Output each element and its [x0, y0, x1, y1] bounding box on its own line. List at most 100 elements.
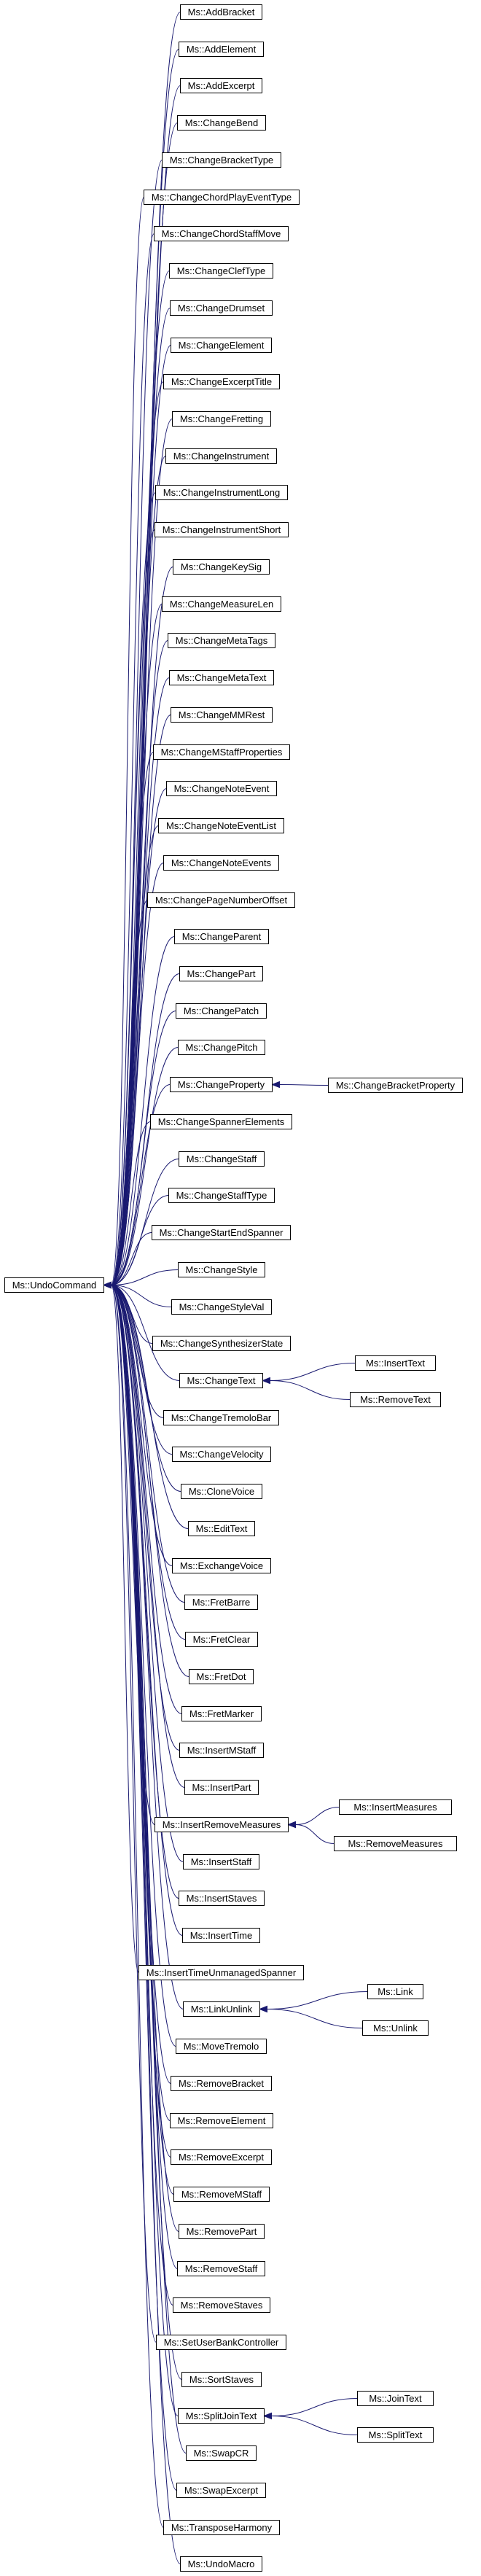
class-node-change-tremolo-bar[interactable]: Ms::ChangeTremoloBar [163, 1410, 279, 1425]
class-node-clone-voice[interactable]: Ms::CloneVoice [181, 1484, 262, 1499]
class-node-undo-command[interactable]: Ms::UndoCommand [4, 1277, 104, 1293]
class-node-remove-staff[interactable]: Ms::RemoveStaff [177, 2261, 265, 2276]
class-node-change-part[interactable]: Ms::ChangePart [179, 966, 263, 981]
class-node-insert-staves[interactable]: Ms::InsertStaves [179, 1891, 265, 1906]
class-node-change-element[interactable]: Ms::ChangeElement [171, 338, 272, 353]
class-node-change-text[interactable]: Ms::ChangeText [179, 1373, 263, 1388]
class-node-insert-part[interactable]: Ms::InsertPart [184, 1780, 259, 1795]
class-node-join-text[interactable]: Ms::JoinText [357, 2391, 434, 2406]
class-node-box [163, 374, 280, 389]
class-node-change-velocity[interactable]: Ms::ChangeVelocity [172, 1447, 271, 1462]
class-node-box [162, 152, 281, 168]
class-node-insert-m-staff[interactable]: Ms::InsertMStaff [179, 1743, 264, 1758]
class-node-link[interactable]: Ms::Link [367, 1984, 423, 1999]
class-node-insert-text[interactable]: Ms::InsertText [355, 1355, 436, 1371]
class-node-change-start-end-spanner[interactable]: Ms::ChangeStartEndSpanner [152, 1225, 291, 1240]
class-node-change-pitch[interactable]: Ms::ChangePitch [178, 1040, 265, 1055]
class-node-box [152, 1225, 291, 1240]
inheritance-edge-remove-measures [295, 1824, 335, 1844]
class-node-box [178, 1040, 265, 1055]
class-node-change-bracket-property[interactable]: Ms::ChangeBracketProperty [328, 1078, 463, 1093]
class-node-set-user-bank-controller[interactable]: Ms::SetUserBankController [156, 2335, 286, 2350]
inheritance-edge-change-fretting [111, 419, 173, 1285]
class-node-change-instrument-short[interactable]: Ms::ChangeInstrumentShort [155, 522, 289, 537]
class-node-unlink[interactable]: Ms::Unlink [362, 2020, 429, 2036]
class-node-change-clef-type[interactable]: Ms::ChangeClefType [169, 263, 273, 279]
class-node-change-key-sig[interactable]: Ms::ChangeKeySig [173, 559, 270, 575]
class-node-insert-staff[interactable]: Ms::InsertStaff [183, 1854, 259, 1869]
class-node-remove-bracket[interactable]: Ms::RemoveBracket [171, 2076, 272, 2091]
class-node-change-instrument-long[interactable]: Ms::ChangeInstrumentLong [155, 485, 288, 500]
class-node-change-style-val[interactable]: Ms::ChangeStyleVal [171, 1299, 272, 1315]
class-node-label: Ms::ChangePageNumberOffset [155, 895, 288, 906]
class-node-remove-staves[interactable]: Ms::RemoveStaves [173, 2297, 270, 2313]
class-node-fret-barre[interactable]: Ms::FretBarre [184, 1595, 258, 1610]
class-node-transpose-harmony[interactable]: Ms::TransposeHarmony [163, 2520, 280, 2535]
class-node-edit-text[interactable]: Ms::EditText [188, 1521, 255, 1536]
class-node-change-style[interactable]: Ms::ChangeStyle [178, 1262, 265, 1277]
class-node-remove-excerpt[interactable]: Ms::RemoveExcerpt [171, 2149, 272, 2165]
class-node-change-fretting[interactable]: Ms::ChangeFretting [172, 411, 271, 427]
class-node-change-mm-rest[interactable]: Ms::ChangeMMRest [171, 707, 273, 723]
class-node-label: Ms::ChangeClefType [177, 265, 265, 276]
class-node-label: Ms::ChangeInstrumentLong [163, 487, 280, 498]
class-node-remove-measures[interactable]: Ms::RemoveMeasures [334, 1836, 457, 1851]
class-node-change-patch[interactable]: Ms::ChangePatch [176, 1003, 267, 1019]
class-node-change-meta-tags[interactable]: Ms::ChangeMetaTags [168, 633, 275, 648]
class-node-label: Ms::FretBarre [192, 1597, 250, 1608]
class-node-change-parent[interactable]: Ms::ChangeParent [174, 929, 269, 944]
class-node-change-excerpt-title[interactable]: Ms::ChangeExcerptTitle [163, 374, 280, 389]
class-node-box [185, 1632, 258, 1647]
class-node-change-property[interactable]: Ms::ChangeProperty [170, 1077, 273, 1092]
inheritance-edges [103, 12, 368, 2564]
class-node-swap-cr[interactable]: Ms::SwapCR [186, 2445, 257, 2461]
class-node-link-unlink[interactable]: Ms::LinkUnlink [183, 2001, 260, 2017]
class-node-box [181, 1706, 262, 1721]
class-node-fret-marker[interactable]: Ms::FretMarker [181, 1706, 262, 1721]
class-node-change-chord-play-event-type[interactable]: Ms::ChangeChordPlayEventType [144, 190, 300, 205]
class-node-change-meta-text[interactable]: Ms::ChangeMetaText [169, 670, 274, 685]
class-node-insert-measures[interactable]: Ms::InsertMeasures [339, 1799, 452, 1815]
class-node-change-staff[interactable]: Ms::ChangeStaff [179, 1151, 265, 1167]
class-node-box [177, 115, 266, 131]
class-node-fret-dot[interactable]: Ms::FretDot [189, 1669, 254, 1684]
class-node-add-excerpt[interactable]: Ms::AddExcerpt [180, 78, 262, 93]
class-node-fret-clear[interactable]: Ms::FretClear [185, 1632, 258, 1647]
class-node-change-measure-len[interactable]: Ms::ChangeMeasureLen [162, 596, 281, 612]
class-node-remove-text[interactable]: Ms::RemoveText [350, 1392, 441, 1407]
class-node-split-text[interactable]: Ms::SplitText [357, 2427, 434, 2443]
class-node-change-chord-staff-move[interactable]: Ms::ChangeChordStaffMove [154, 226, 289, 241]
class-node-change-staff-type[interactable]: Ms::ChangeStaffType [168, 1188, 275, 1203]
class-node-split-join-text[interactable]: Ms::SplitJoinText [178, 2408, 265, 2424]
class-node-swap-excerpt[interactable]: Ms::SwapExcerpt [176, 2483, 266, 2498]
class-node-add-bracket[interactable]: Ms::AddBracket [180, 4, 262, 20]
inheritance-edge-fret-marker [111, 1285, 182, 1714]
class-node-insert-time[interactable]: Ms::InsertTime [182, 1928, 260, 1943]
inheritance-edge-unlink [267, 2009, 363, 2028]
class-node-change-note-event[interactable]: Ms::ChangeNoteEvent [166, 781, 277, 796]
class-node-move-tremolo[interactable]: Ms::MoveTremolo [176, 2039, 267, 2054]
arrowhead-icon [259, 2005, 267, 2013]
class-node-remove-part[interactable]: Ms::RemovePart [179, 2224, 265, 2239]
class-node-change-note-events[interactable]: Ms::ChangeNoteEvents [163, 855, 279, 871]
class-node-change-page-number-offset[interactable]: Ms::ChangePageNumberOffset [147, 892, 295, 908]
class-node-remove-element[interactable]: Ms::RemoveElement [170, 2113, 273, 2128]
class-node-change-bracket-type[interactable]: Ms::ChangeBracketType [162, 152, 281, 168]
class-node-change-synthesizer-state[interactable]: Ms::ChangeSynthesizerState [152, 1336, 291, 1351]
class-node-change-m-staff-properties[interactable]: Ms::ChangeMStaffProperties [153, 744, 290, 760]
class-node-insert-time-unmanaged-spanner[interactable]: Ms::InsertTimeUnmanagedSpanner [138, 1965, 304, 1980]
class-node-insert-remove-measures[interactable]: Ms::InsertRemoveMeasures [155, 1817, 289, 1832]
class-node-change-spanner-elements[interactable]: Ms::ChangeSpannerElements [150, 1114, 292, 1129]
class-node-change-drumset[interactable]: Ms::ChangeDrumset [170, 300, 273, 316]
inheritance-edge-join-text [271, 2398, 358, 2416]
class-node-change-note-event-list[interactable]: Ms::ChangeNoteEventList [158, 818, 284, 833]
class-node-undo-macro[interactable]: Ms::UndoMacro [180, 2556, 262, 2572]
class-node-sort-staves[interactable]: Ms::SortStaves [181, 2372, 262, 2387]
class-node-add-element[interactable]: Ms::AddElement [179, 42, 264, 57]
class-node-label: Ms::EditText [196, 1523, 248, 1534]
class-node-remove-m-staff[interactable]: Ms::RemoveMStaff [173, 2187, 270, 2202]
class-node-change-bend[interactable]: Ms::ChangeBend [177, 115, 266, 131]
class-node-exchange-voice[interactable]: Ms::ExchangeVoice [172, 1558, 271, 1573]
class-node-box [184, 1780, 259, 1795]
class-node-change-instrument[interactable]: Ms::ChangeInstrument [165, 448, 277, 464]
